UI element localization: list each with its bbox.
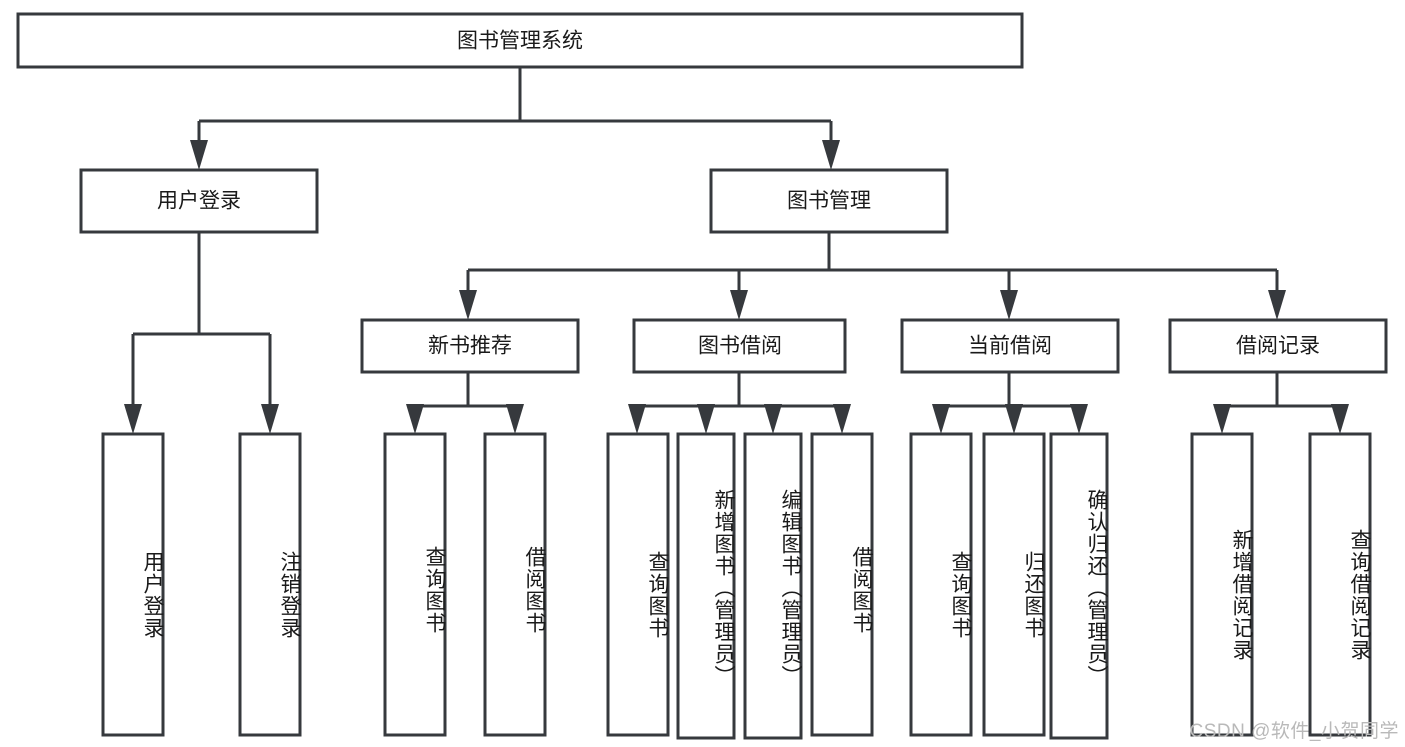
node-user-login-label: 用户登录 [157,190,241,213]
arrow-head-icon [506,404,524,434]
node-leaf-user-login[interactable] [101,432,165,737]
node-new-book-recommend-label: 新书推荐 [428,335,512,358]
node-leaf-add-record[interactable] [1190,432,1254,737]
node-leaf-return-book[interactable] [982,432,1046,737]
node-root-label: 图书管理系统 [457,30,583,53]
arrow-head-icon [822,140,840,170]
node-borrow-record[interactable] [1168,318,1388,374]
arrow-head-icon [1268,290,1286,320]
node-leaf-borrow-book-1[interactable] [483,432,547,737]
node-book-borrow[interactable] [632,318,847,374]
arrow-head-icon [697,404,715,434]
edge-newbook-to-leaves [406,372,524,434]
arrow-head-icon [124,404,142,434]
arrow-head-icon [1000,290,1018,320]
node-leaf-edit-book[interactable] [743,432,803,740]
node-leaf-query-book-2[interactable] [606,432,670,737]
arrow-head-icon [932,404,950,434]
node-new-book-recommend[interactable] [360,318,580,374]
edge-root-to-level2 [190,67,840,170]
edge-record-to-leaves [1213,372,1349,434]
edge-current-to-leaves [932,372,1088,434]
node-leaf-query-book-3[interactable] [909,432,973,737]
node-leaf-query-record[interactable] [1308,432,1372,737]
node-leaf-add-book[interactable] [676,432,736,740]
node-book-management[interactable] [709,168,949,234]
arrow-head-icon [764,404,782,434]
arrow-head-icon [261,404,279,434]
node-borrow-record-label: 借阅记录 [1236,335,1320,358]
arrow-head-icon [1213,404,1231,434]
arrow-head-icon [459,290,477,320]
node-group: 图书管理系统 用户登录 图书管理 新书推荐 图书借阅 当前借阅 借阅记录 [16,12,1388,740]
arrow-head-icon [730,290,748,320]
edge-borrow-to-leaves [628,372,851,434]
arrow-head-icon [1070,404,1088,434]
connector-group [124,67,1349,434]
node-root[interactable] [16,12,1024,69]
arrow-head-icon [833,404,851,434]
node-user-login[interactable] [79,168,319,234]
arrow-head-icon [628,404,646,434]
edge-userlogin-to-leaves [124,232,279,434]
node-book-borrow-label: 图书借阅 [698,335,782,358]
node-current-borrow-label: 当前借阅 [968,335,1052,358]
node-current-borrow[interactable] [900,318,1120,374]
node-leaf-borrow-book-2[interactable] [810,432,874,737]
arrow-head-icon [1005,404,1023,434]
node-leaf-confirm-return[interactable] [1049,432,1109,740]
arrow-head-icon [1331,404,1349,434]
node-leaf-query-book-1[interactable] [383,432,447,737]
watermark-label: CSDN @软件_小贺同学 [1189,721,1399,742]
node-book-management-label: 图书管理 [787,190,871,213]
arrow-head-icon [190,140,208,170]
arrow-head-icon [406,404,424,434]
edge-bookmgmt-to-level3 [459,232,1286,320]
node-leaf-logout[interactable] [238,432,302,737]
